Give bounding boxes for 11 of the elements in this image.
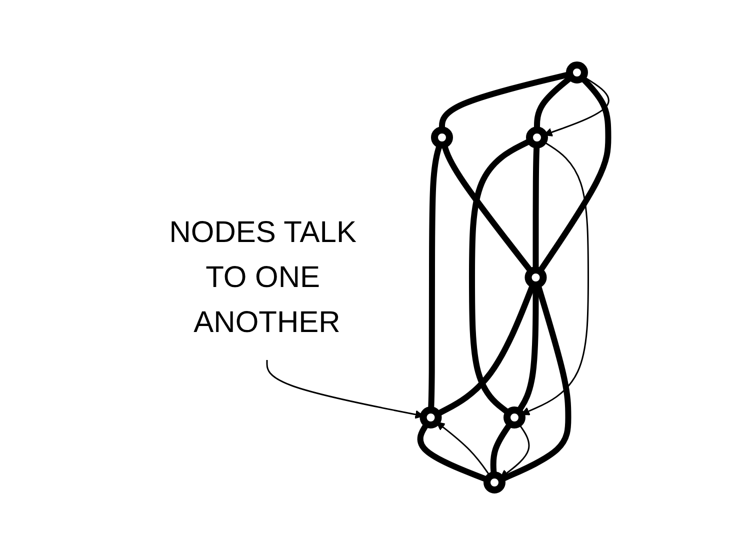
node-circle — [431, 126, 454, 148]
connector — [538, 75, 612, 272]
node-circle — [526, 126, 548, 148]
node-circle — [484, 470, 506, 493]
node-text: NODES TALK TO ONE ANOTHER — [169, 215, 357, 338]
node-circle — [566, 61, 588, 83]
arrow — [436, 421, 491, 476]
node-circle — [504, 406, 526, 428]
node-circle — [420, 406, 442, 428]
arrow — [521, 140, 590, 415]
node-circle — [524, 266, 547, 288]
